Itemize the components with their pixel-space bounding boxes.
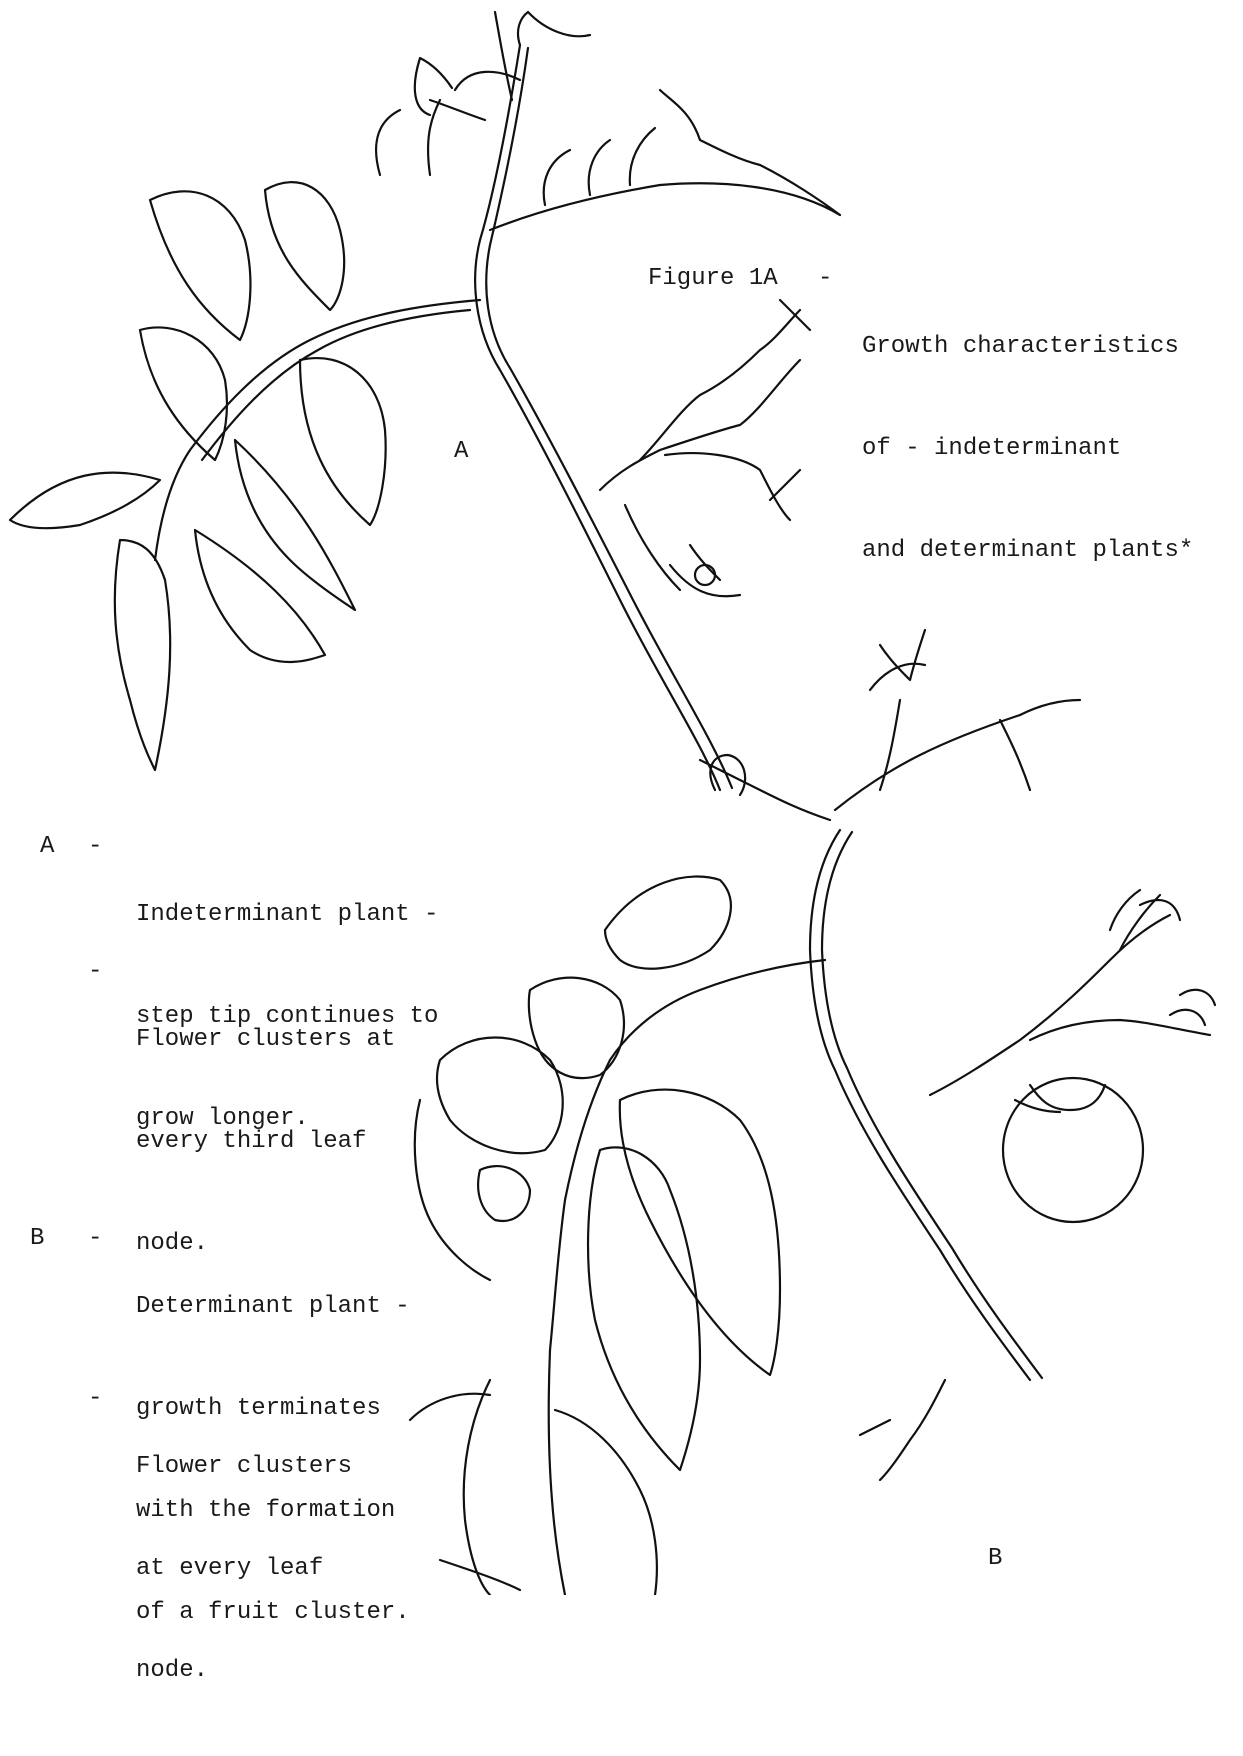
note-line: Flower clusters at [136, 1023, 395, 1057]
plant-b-marker: B [988, 1545, 1002, 1573]
note-line: every third leaf [136, 1125, 395, 1159]
note-line: at every leaf [136, 1552, 352, 1586]
note-a: A - Indeterminant plant - step tip conti… [40, 830, 500, 1100]
note-b-key: B [30, 1222, 60, 1256]
plant-b-lower-branch [860, 1380, 945, 1480]
plant-b-fruit-cluster [930, 890, 1215, 1222]
note-line: Flower clusters [136, 1450, 352, 1484]
plant-b-upper-flower-cluster [835, 630, 1080, 810]
caption-dash: - [818, 262, 832, 296]
note-line: Indeterminant plant - [136, 898, 438, 932]
note-line: Determinant plant - [136, 1290, 410, 1324]
plant-a-stem [475, 45, 732, 790]
note-b-item-2: Flower clusters at every leaf node. [136, 1382, 352, 1756]
note-b-dash-2: - [88, 1382, 108, 1416]
caption-line: of - indeterminant [862, 432, 1193, 466]
plant-a-left-compound-leaf [10, 182, 480, 770]
plant-b-stem [700, 755, 1042, 1380]
note-line: node. [136, 1654, 352, 1688]
note-a-dash-1: - [88, 830, 108, 864]
figure-caption: Growth characteristics of - indeterminan… [862, 262, 1193, 602]
caption-line: and determinant plants* [862, 534, 1193, 568]
plant-a-shoot-tip [376, 12, 590, 175]
caption-line: Growth characteristics [862, 330, 1193, 364]
note-b: B - Determinant plant - growth terminate… [30, 1222, 450, 1552]
tomato-fruit [1003, 1078, 1143, 1222]
plant-a-flower-cluster [600, 300, 810, 596]
note-a-dash-2: - [88, 955, 108, 989]
figure-label: Figure 1A [648, 262, 778, 296]
note-a-key: A [40, 830, 70, 864]
plant-a-upper-leaf-right [490, 90, 840, 230]
plant-a-marker: A [454, 435, 468, 469]
note-b-dash-1: - [88, 1222, 108, 1256]
